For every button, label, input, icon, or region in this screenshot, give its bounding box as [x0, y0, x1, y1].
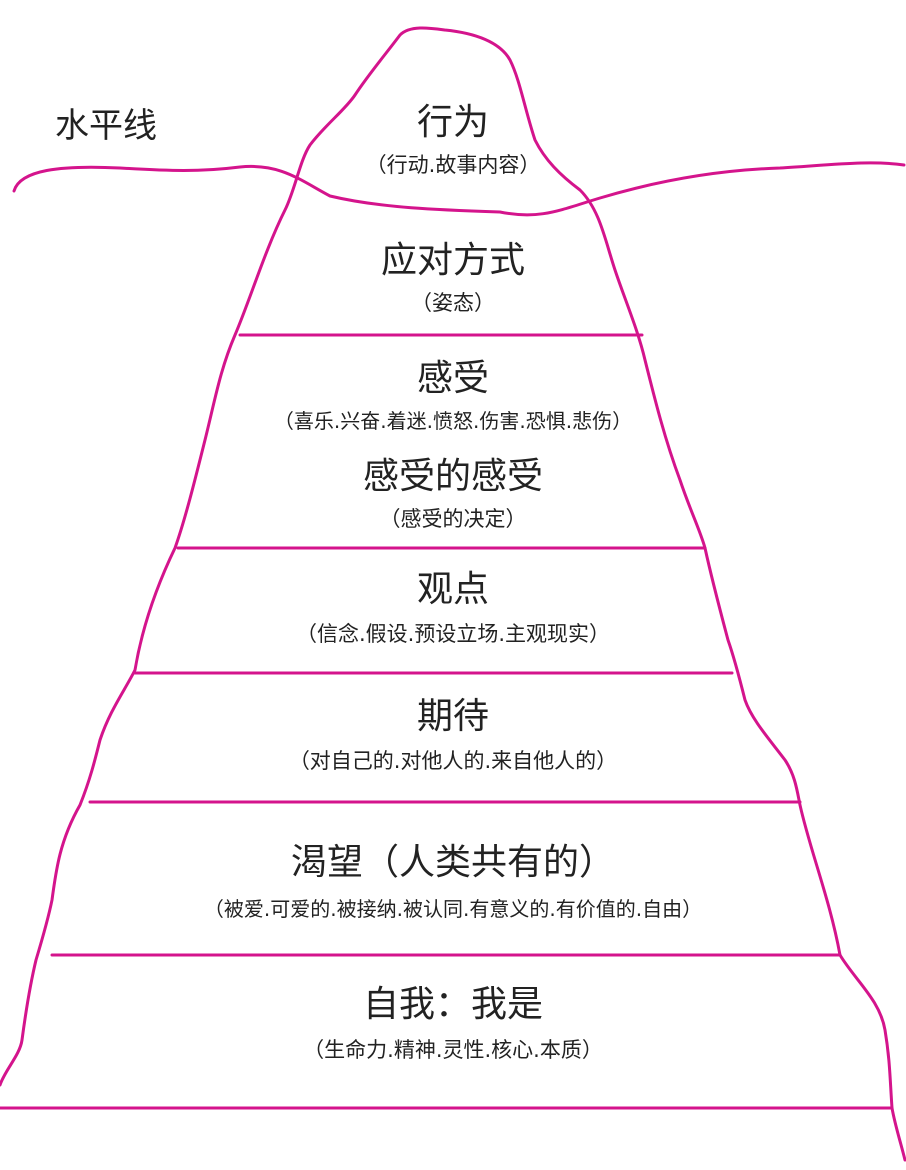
layer-title-feelings: 感受 [416, 358, 489, 399]
layer-title-behavior: 行为 [416, 102, 489, 143]
layer-subtitle-coping: （姿态） [411, 291, 495, 315]
layer-title-coping: 应对方式 [380, 240, 525, 281]
layer-title-feelings-about-feelings: 感受的感受 [362, 456, 543, 497]
layer-subtitle-feelings-about-feelings: （感受的决定） [379, 507, 527, 531]
layer-subtitle-behavior: （行动.故事内容） [365, 153, 541, 177]
iceberg-outline [0, 26, 906, 1162]
layer-subtitle-expectations: （对自己的.对他人的.来自他人的） [288, 749, 618, 773]
layer-subtitle-yearnings: （被爱.可爱的.被接纳.被认同.有意义的.有价值的.自由） [203, 897, 703, 921]
layer-subtitle-perceptions: （信念.假设.预设立场.主观现实） [295, 622, 611, 646]
layer-title-expectations: 期待 [416, 696, 489, 737]
layer-subtitle-self: （生命力.精神.灵性.核心.本质） [303, 1038, 603, 1062]
layer-title-self: 自我：我是 [362, 984, 543, 1025]
layer-title-perceptions: 观点 [416, 569, 489, 610]
layer-title-yearnings: 渴望（人类共有的） [290, 842, 615, 883]
waterline [12, 161, 906, 217]
waterline-label: 水平线 [55, 106, 157, 146]
layer-subtitle-feelings: （喜乐.兴奋.着迷.愤怒.伤害.恐惧.悲伤） [273, 409, 633, 433]
